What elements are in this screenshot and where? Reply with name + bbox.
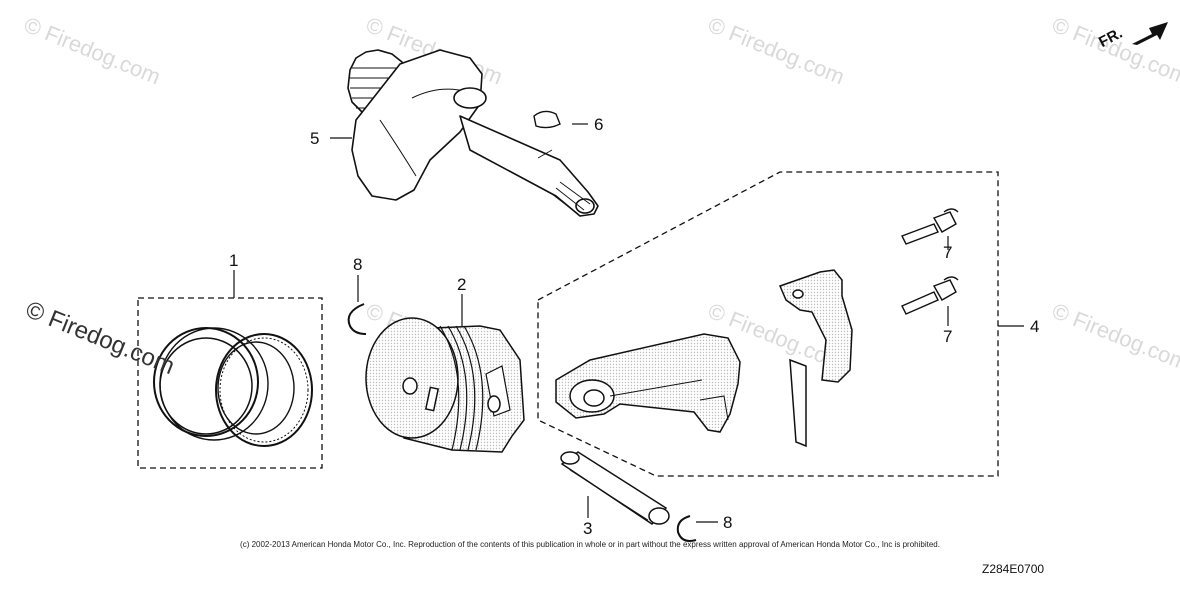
callout-7: 7 — [943, 243, 953, 262]
piston-rings — [153, 327, 313, 447]
callout-1: 1 — [229, 251, 239, 270]
callout-7: 7 — [943, 327, 953, 346]
piston-pin — [560, 451, 670, 525]
circlip — [347, 303, 367, 335]
connecting-rod-cap — [778, 269, 853, 448]
diagram-code: Z284E0700 — [982, 562, 1045, 576]
connecting-rod-bolt — [901, 208, 959, 245]
front-direction-arrow — [1132, 22, 1168, 45]
copyright-notice: (c) 2002-2013 American Honda Motor Co., … — [240, 540, 940, 549]
callout-2: 2 — [457, 275, 467, 294]
callout-4: 4 — [1030, 317, 1040, 336]
callout-6: 6 — [594, 115, 604, 134]
piston — [365, 317, 525, 453]
callout-8: 8 — [723, 513, 733, 532]
piston-ring-set-box — [137, 297, 323, 469]
callout-3: 3 — [583, 519, 593, 538]
crankshaft — [347, 49, 599, 217]
callout-8: 8 — [353, 255, 363, 274]
connecting-rod-bolt — [901, 276, 959, 315]
connecting-rod — [555, 333, 741, 433]
woodruff-key — [533, 110, 561, 129]
callout-5: 5 — [310, 129, 320, 148]
connecting-rod-assembly-box — [537, 171, 999, 477]
leader-lines — [233, 123, 1024, 523]
circlip — [676, 515, 697, 542]
